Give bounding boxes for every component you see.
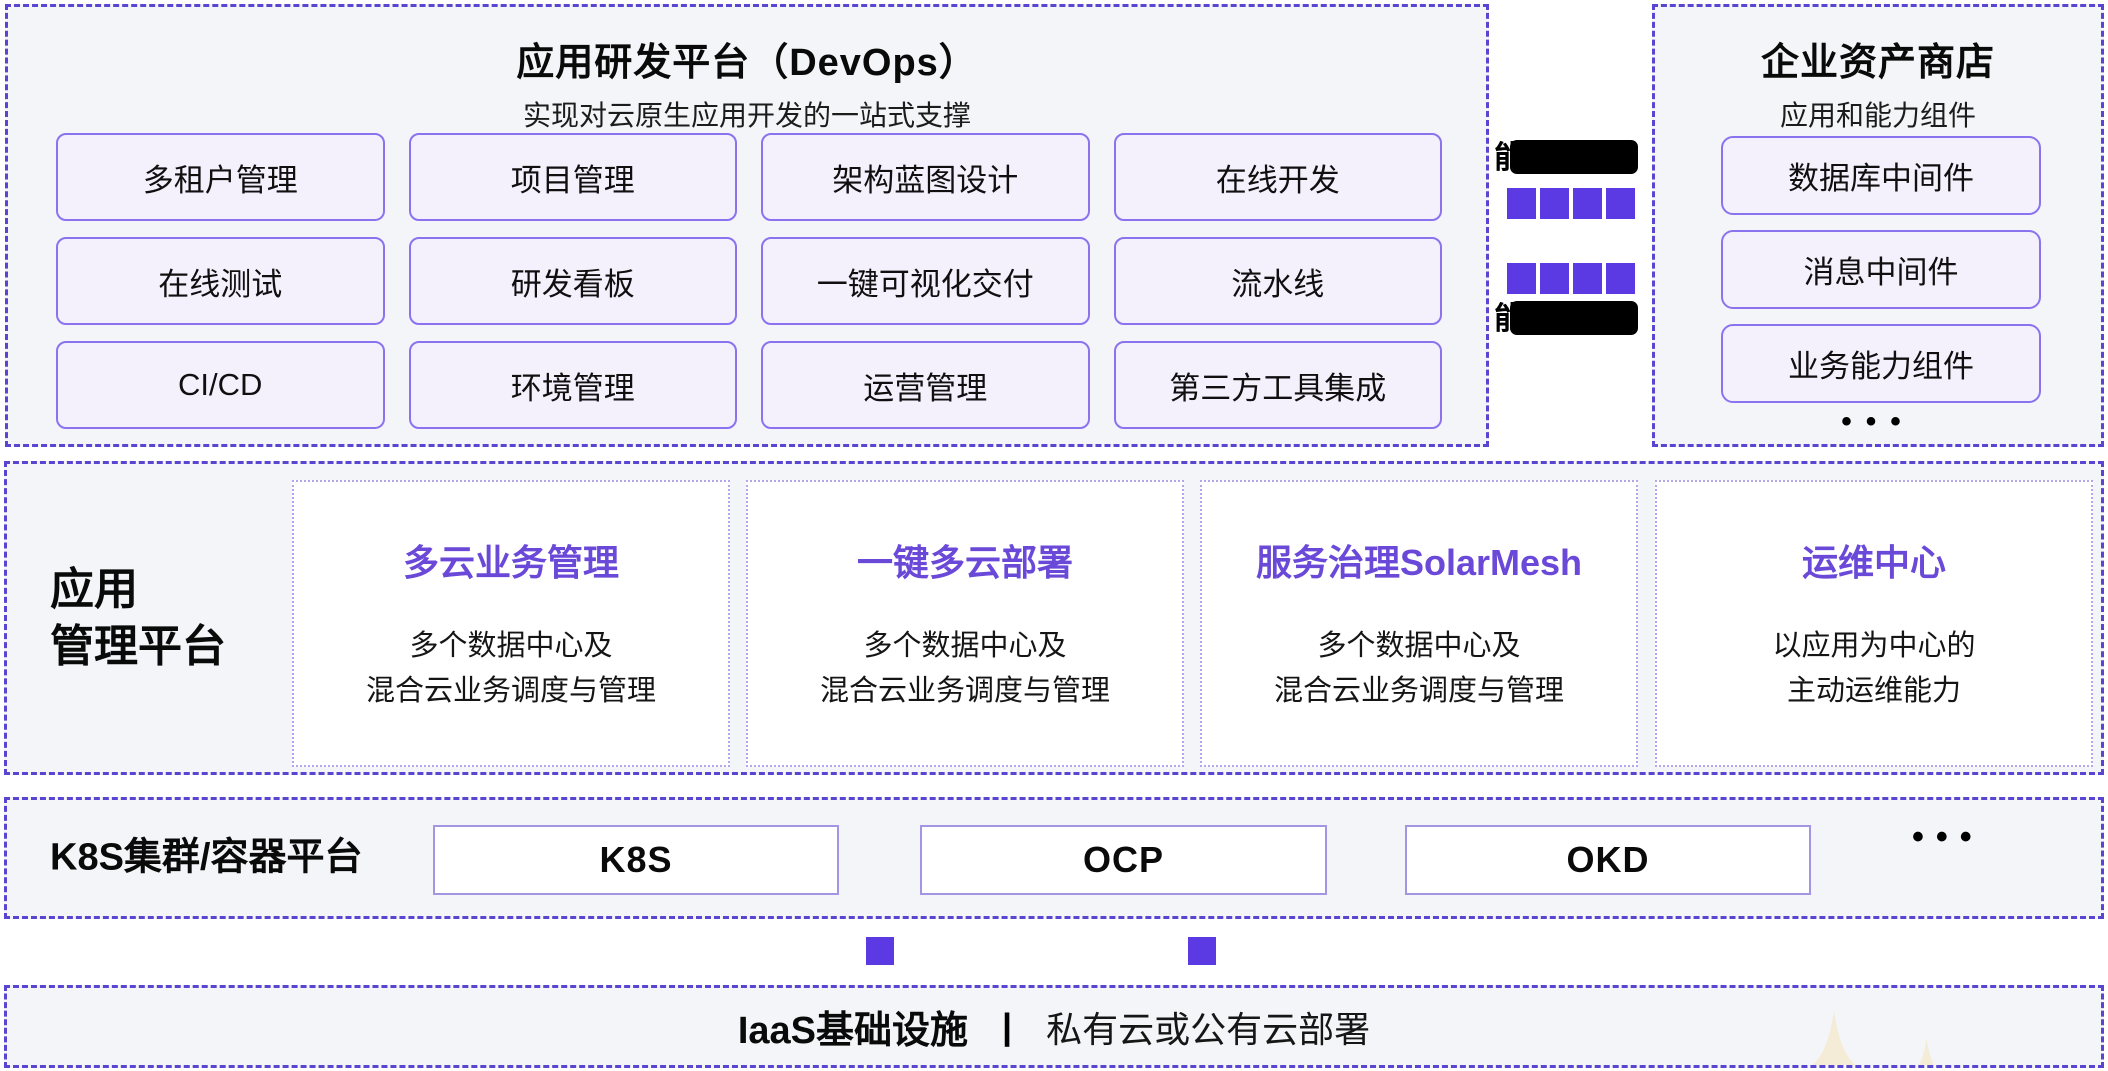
- card-desc-line: 多个数据中心及: [1317, 630, 1521, 662]
- k8s-cluster-band: K8S集群/容器平台 K8S OCP OKD •••: [4, 797, 2104, 919]
- capability-chip: 第三方工具集成: [1113, 341, 1442, 429]
- capability-chip: 在线测试: [56, 237, 385, 325]
- arrow-square: [1540, 263, 1569, 294]
- devops-capability-grid: 多租户管理 项目管理 架构蓝图设计 在线开发 在线测试 研发看板 一键可视化交付…: [56, 133, 1442, 429]
- card-title: 运维中心: [1801, 542, 1946, 583]
- iaas-label-bold: IaaS基础设施: [737, 1010, 969, 1052]
- card-desc-line: 主动运维能力: [1786, 674, 1961, 707]
- capability-chip: 架构蓝图设计: [761, 133, 1090, 221]
- arrow-squares-right: [1507, 188, 1635, 219]
- connector-square: [866, 937, 894, 965]
- platform-card-multicloud-management: 多云业务管理 多个数据中心及 混合云业务调度与管理: [292, 480, 730, 767]
- app-management-label-line2: 管理平台: [50, 622, 226, 671]
- card-desc-line: 混合云业务调度与管理: [365, 674, 656, 707]
- k8s-box: K8S: [433, 825, 839, 895]
- card-desc-line: 混合云业务调度与管理: [819, 674, 1110, 707]
- app-management-label-line1: 应用: [50, 564, 138, 614]
- iaas-divider: |: [1002, 1005, 1013, 1047]
- panel-connector: 能 能: [1490, 4, 1652, 447]
- app-management-label: 应用 管理平台: [50, 561, 226, 675]
- arrow-square: [1573, 188, 1602, 219]
- k8s-band-label: K8S集群/容器平台: [50, 836, 363, 879]
- capability-chip: CI/CD: [56, 341, 385, 429]
- asset-store-panel: 企业资产商店 应用和能力组件 数据库中间件 消息中间件 业务能力组件 •••: [1652, 4, 2104, 447]
- arrow-square: [1606, 188, 1635, 219]
- connector-square: [1188, 937, 1216, 965]
- okd-box: OKD: [1405, 825, 1811, 895]
- devops-panel-subtitle: 实现对云原生应用开发的一站式支撑: [522, 100, 971, 131]
- card-title: 服务治理SolarMesh: [1255, 542, 1583, 583]
- platform-card-onekey-deploy: 一键多云部署 多个数据中心及 混合云业务调度与管理: [746, 480, 1184, 767]
- platform-card-solarmesh: 服务治理SolarMesh 多个数据中心及 混合云业务调度与管理: [1200, 480, 1638, 767]
- arrow-square: [1573, 263, 1602, 294]
- devops-platform-panel: 应用研发平台（DevOps） 实现对云原生应用开发的一站式支撑 多租户管理 项目…: [5, 4, 1489, 447]
- iaas-label-row: IaaS基础设施 | 私有云或公有云部署: [7, 988, 2101, 1065]
- asset-chip: 业务能力组件: [1721, 324, 2041, 403]
- more-platforms-ellipsis: •••: [1912, 818, 1984, 856]
- capability-chip: 一键可视化交付: [761, 237, 1090, 325]
- card-description: 多个数据中心及 混合云业务调度与管理: [294, 624, 728, 714]
- capability-chip: 在线开发: [1113, 133, 1442, 221]
- asset-store-title: 企业资产商店: [1760, 42, 1995, 84]
- card-description: 以应用为中心的 主动运维能力: [1657, 624, 2091, 714]
- redaction-bar: [1510, 301, 1638, 335]
- arrow-squares-left: [1507, 263, 1635, 294]
- card-desc-line: 多个数据中心及: [863, 630, 1067, 662]
- capability-chip: 项目管理: [408, 133, 737, 221]
- redacted-label-bottom: 能: [1492, 301, 1644, 336]
- capability-chip: 运营管理: [761, 341, 1090, 429]
- asset-chip: 消息中间件: [1721, 230, 2041, 309]
- iaas-deploy-text: 私有云或公有云部署: [1046, 1008, 1371, 1050]
- asset-store-list: 数据库中间件 消息中间件 业务能力组件: [1721, 136, 2041, 403]
- capability-chip: 多租户管理: [56, 133, 385, 221]
- platform-card-ops-center: 运维中心 以应用为中心的 主动运维能力: [1655, 480, 2093, 767]
- card-desc-line: 以应用为中心的: [1772, 630, 1976, 662]
- card-title: 多云业务管理: [402, 542, 619, 583]
- redacted-label-top: 能: [1492, 140, 1644, 175]
- card-description: 多个数据中心及 混合云业务调度与管理: [748, 624, 1182, 714]
- redaction-bar: [1510, 140, 1638, 174]
- card-description: 多个数据中心及 混合云业务调度与管理: [1202, 624, 1636, 714]
- arrow-square: [1507, 188, 1536, 219]
- capability-chip: 环境管理: [408, 341, 737, 429]
- asset-chip: 数据库中间件: [1721, 136, 2041, 215]
- card-desc-line: 多个数据中心及: [409, 630, 613, 662]
- capability-chip: 研发看板: [408, 237, 737, 325]
- ocp-box: OCP: [920, 825, 1327, 895]
- iaas-band: IaaS基础设施 | 私有云或公有云部署: [4, 985, 2104, 1068]
- arrow-square: [1540, 188, 1569, 219]
- card-title: 一键多云部署: [856, 542, 1073, 583]
- card-desc-line: 混合云业务调度与管理: [1273, 674, 1564, 707]
- asset-store-subtitle: 应用和能力组件: [1779, 100, 1976, 131]
- arrow-square: [1606, 263, 1635, 294]
- more-items-ellipsis: •••: [1841, 405, 1915, 438]
- arrow-square: [1507, 263, 1536, 294]
- devops-panel-title: 应用研发平台（DevOps）: [516, 42, 978, 84]
- capability-chip: 流水线: [1113, 237, 1442, 325]
- app-management-band: 应用 管理平台 多云业务管理 多个数据中心及 混合云业务调度与管理 一键多云部署…: [4, 461, 2104, 775]
